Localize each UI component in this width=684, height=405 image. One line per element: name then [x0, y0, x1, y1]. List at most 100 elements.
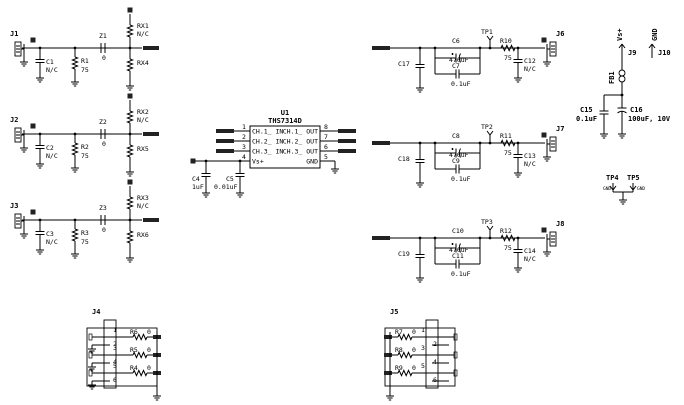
net-label-output [372, 46, 390, 50]
coupling-cap-ref: Z1 [99, 32, 107, 40]
wire [500, 44, 516, 52]
net-tag-box [143, 132, 159, 136]
cap-value: N/C [524, 160, 536, 168]
zero-ohm-resistor [392, 351, 418, 359]
pin-name: Vs+ [252, 158, 264, 166]
ground-symbol [71, 78, 79, 87]
cap-value: 0.1uF [451, 175, 471, 183]
connector-pad-marker [30, 37, 36, 43]
ground-symbol [514, 264, 522, 273]
jumper-ref: J5 [390, 308, 398, 316]
cap-value: N/C [46, 238, 58, 246]
ground-symbol [386, 392, 394, 401]
header-pin [88, 333, 93, 341]
header-body [425, 319, 439, 389]
ic-body [249, 125, 321, 169]
cap-value: 0.1uF [576, 115, 597, 123]
net-tag-box [143, 46, 159, 50]
wire [632, 185, 637, 191]
net-label [384, 371, 392, 375]
ground-symbol [416, 84, 424, 93]
input-filter-cap [415, 143, 425, 179]
cap-value: N/C [524, 255, 536, 263]
pin-number: 1 [242, 123, 246, 131]
pin-number: 5 [113, 362, 117, 370]
pin-number: 4 [242, 153, 246, 161]
cap-ref: C9 [452, 157, 460, 165]
resistor-value: 75 [81, 238, 89, 246]
bias-resistor-value: N/C [137, 116, 149, 124]
wire [126, 230, 134, 244]
net-tag-box [372, 236, 390, 240]
cap-ref: C3 [46, 230, 54, 238]
wire [126, 196, 134, 210]
cap-value: 470uF [449, 151, 469, 159]
net-label-input [216, 129, 234, 133]
coupling-cap-ref: Z3 [99, 204, 107, 212]
resistor-ref: R5 [130, 346, 138, 354]
input-connector [14, 213, 25, 229]
cap-ref: C1 [46, 58, 54, 66]
ic-ref: U1 [281, 109, 289, 117]
ground-symbol [126, 168, 134, 177]
wire [629, 185, 634, 191]
wire [397, 369, 413, 377]
resistor-value: 75 [81, 66, 89, 74]
wire [651, 43, 656, 49]
net-label-output [143, 46, 159, 50]
ground-symbol [153, 392, 161, 401]
output-connector [546, 136, 557, 152]
cap-value: N/C [46, 66, 58, 74]
header-pin [453, 369, 458, 377]
net-label-output [372, 141, 390, 145]
ground-symbol [331, 165, 339, 174]
net-label-output [338, 129, 356, 133]
cap-ref: C19 [398, 250, 410, 258]
ground-symbol [36, 160, 44, 169]
wire [126, 110, 134, 124]
resistor-value: 75 [81, 152, 89, 160]
net-tag-box [372, 141, 390, 145]
connector-ref: J8 [556, 220, 564, 228]
pin-name: CH.1_ IN [252, 128, 283, 136]
ground-symbol [416, 274, 424, 283]
bias-resistor-ref: RX4 [137, 59, 149, 67]
ground-symbol [416, 179, 424, 188]
termination-resistor [71, 220, 79, 250]
input-cap [35, 48, 45, 74]
zero-ohm-resistor [127, 333, 153, 341]
pin-number: 6 [324, 143, 328, 151]
resistor-value: 75 [504, 149, 512, 157]
coupling-cap-ref: Z2 [99, 118, 107, 126]
zero-ohm-resistor [392, 333, 418, 341]
pin-number: 5 [421, 362, 425, 370]
termination-resistor [71, 48, 79, 78]
net-label [384, 353, 392, 357]
wire [71, 142, 79, 156]
ground-symbol [88, 345, 96, 354]
pin-number: 6 [433, 376, 437, 384]
net-tag-box [216, 139, 234, 143]
pin-number: 1 [421, 326, 425, 334]
test-point-ref: TP2 [481, 123, 493, 131]
resistor-value: 0 [412, 328, 416, 336]
ground-symbol [618, 130, 626, 139]
net-tag-box [384, 371, 392, 375]
resistor-ref: R1 [81, 57, 89, 65]
supply-pad-marker [127, 93, 133, 99]
wire [397, 351, 413, 359]
connector-ref: J3 [10, 202, 18, 210]
header-pin [453, 351, 458, 359]
resistor-value: 0 [412, 364, 416, 372]
ground-symbol [126, 82, 134, 91]
ground-symbol [543, 58, 551, 67]
cap-ref: C14 [524, 247, 536, 255]
cap-value: N/C [46, 152, 58, 160]
connector-pad-marker [541, 132, 547, 138]
pin-number: 8 [324, 123, 328, 131]
